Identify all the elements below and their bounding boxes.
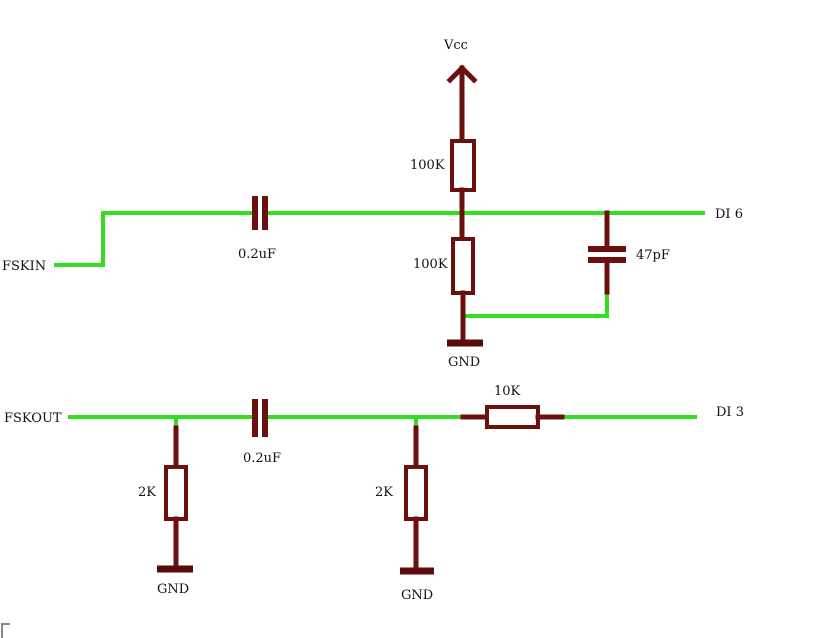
resistor-2k-right bbox=[404, 465, 428, 521]
ground-left-label: GND bbox=[157, 582, 189, 597]
resistor-2k-left-label: 2K bbox=[138, 485, 156, 500]
vcc-label: Vcc bbox=[443, 38, 468, 53]
resistor-10k bbox=[485, 405, 540, 429]
di3-label: DI 3 bbox=[716, 405, 744, 420]
fskout-circuit: FSKOUT 0.2uF 10K DI 3 2K 2K GND GND bbox=[4, 384, 744, 603]
resistor-100k-bottom-label: 100K bbox=[413, 257, 448, 272]
fskin-wire bbox=[54, 211, 254, 267]
corner-mark bbox=[1, 623, 10, 638]
capacitor-47pf-label: 47pF bbox=[636, 248, 670, 263]
fskout-label: FSKOUT bbox=[4, 411, 62, 426]
fskin-label: FSKIN bbox=[2, 259, 46, 274]
capacitor-in-label: 0.2uF bbox=[238, 247, 276, 262]
resistor-100k-top-label: 100K bbox=[410, 158, 445, 173]
resistor-2k-right-label: 2K bbox=[375, 485, 393, 500]
resistor-10k-label: 10K bbox=[494, 384, 521, 399]
di6-label: DI 6 bbox=[715, 207, 743, 222]
cap-47pf-ground-wire bbox=[464, 288, 609, 318]
fskin-circuit: Vcc 100K 100K 0.2uF 47pF DI 6 FSKIN GND bbox=[2, 38, 743, 370]
resistor-2k-left bbox=[164, 465, 188, 521]
resistor-100k-top bbox=[450, 139, 476, 192]
ground-top-label: GND bbox=[448, 355, 480, 370]
capacitor-out-label: 0.2uF bbox=[243, 451, 281, 466]
ground-right-label: GND bbox=[401, 588, 433, 603]
resistor-100k-bottom bbox=[451, 237, 475, 295]
